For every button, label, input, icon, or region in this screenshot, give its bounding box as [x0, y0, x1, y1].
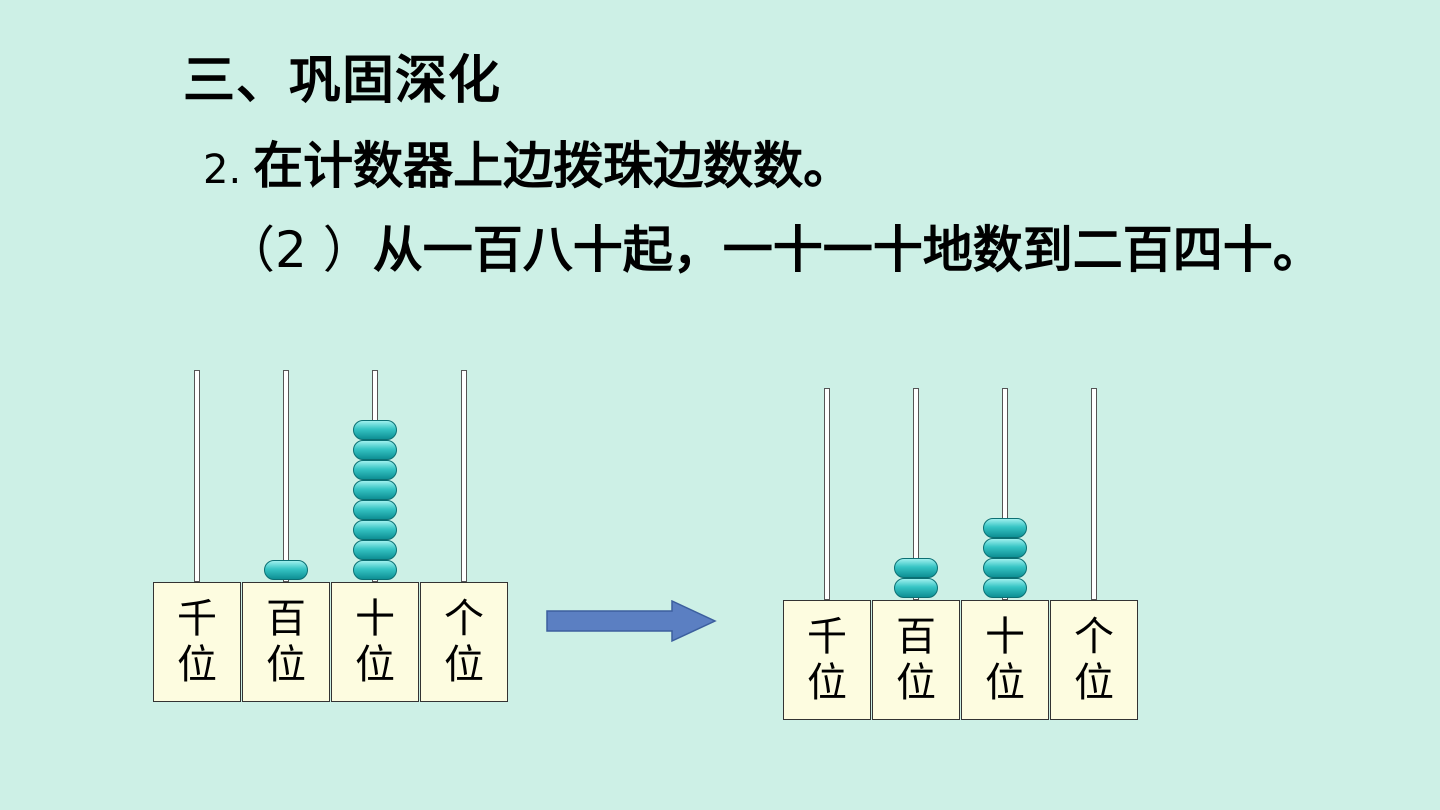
abacus-left: 千位 百位 十位 个位: [153, 370, 513, 705]
place-label-top: 十: [355, 596, 395, 642]
place-cell-tens: 十位: [331, 582, 419, 702]
place-cell-hundreds: 百位: [872, 600, 960, 720]
place-label-bottom: 位: [985, 660, 1025, 706]
abacus-base-left: 千位 百位 十位 个位: [153, 582, 509, 702]
place-label-bottom: 位: [444, 642, 484, 688]
bead-tens-left[interactable]: [353, 420, 397, 440]
bead-tens-left[interactable]: [353, 540, 397, 560]
place-cell-ones: 个位: [1050, 600, 1138, 720]
bead-tens-left[interactable]: [353, 480, 397, 500]
sub-text: 从一百八十起，一十一十地数到二百四十。: [372, 221, 1323, 279]
bead-hundreds-left[interactable]: [264, 560, 308, 580]
rod-hundreds-left: [283, 370, 289, 582]
rod-thousands-left: [194, 370, 200, 582]
bead-tens-right[interactable]: [983, 518, 1027, 538]
place-cell-thousands: 千位: [153, 582, 241, 702]
item-number: 2.: [203, 147, 242, 193]
exercise-line: 2.在计数器上边拨珠边数数。: [203, 126, 853, 198]
place-cell-hundreds: 百位: [242, 582, 330, 702]
place-label-bottom: 位: [807, 660, 847, 706]
place-label-top: 百: [266, 596, 306, 642]
section-title: 三、巩固深化: [183, 51, 502, 111]
place-label-top: 千: [177, 596, 217, 642]
bead-hundreds-right[interactable]: [894, 578, 938, 598]
bead-tens-right[interactable]: [983, 578, 1027, 598]
bead-tens-right[interactable]: [983, 558, 1027, 578]
rod-ones-right: [1091, 388, 1097, 600]
place-label-top: 个: [1074, 614, 1114, 660]
place-label-bottom: 位: [177, 642, 217, 688]
rod-hundreds-right: [913, 388, 919, 600]
bead-tens-right[interactable]: [983, 538, 1027, 558]
rod-ones-left: [461, 370, 467, 582]
arrow-shape: [546, 600, 717, 643]
place-label-top: 个: [444, 596, 484, 642]
rod-tens-right: [1002, 388, 1008, 600]
place-label-top: 千: [807, 614, 847, 660]
place-label-bottom: 位: [896, 660, 936, 706]
abacus-base-right: 千位 百位 十位 个位: [783, 600, 1139, 720]
place-cell-tens: 十位: [961, 600, 1049, 720]
sub-number: （2 ）: [225, 221, 373, 279]
place-label-bottom: 位: [266, 642, 306, 688]
place-label-bottom: 位: [355, 642, 395, 688]
sub-question-line: （2 ）从一百八十起，一十一十地数到二百四十。: [225, 210, 1323, 282]
bead-tens-left[interactable]: [353, 500, 397, 520]
place-label-top: 百: [896, 614, 936, 660]
place-label-bottom: 位: [1074, 660, 1114, 706]
item-text: 在计数器上边拨珠边数数。: [253, 137, 854, 195]
abacus-right: 千位 百位 十位 个位: [783, 388, 1143, 723]
place-cell-thousands: 千位: [783, 600, 871, 720]
bead-tens-left[interactable]: [353, 520, 397, 540]
bead-hundreds-right[interactable]: [894, 558, 938, 578]
rod-thousands-right: [824, 388, 830, 600]
place-cell-ones: 个位: [420, 582, 508, 702]
bead-tens-left[interactable]: [353, 460, 397, 480]
bead-tens-left[interactable]: [353, 560, 397, 580]
bead-tens-left[interactable]: [353, 440, 397, 460]
right-arrow-icon: [546, 600, 717, 643]
place-label-top: 十: [985, 614, 1025, 660]
